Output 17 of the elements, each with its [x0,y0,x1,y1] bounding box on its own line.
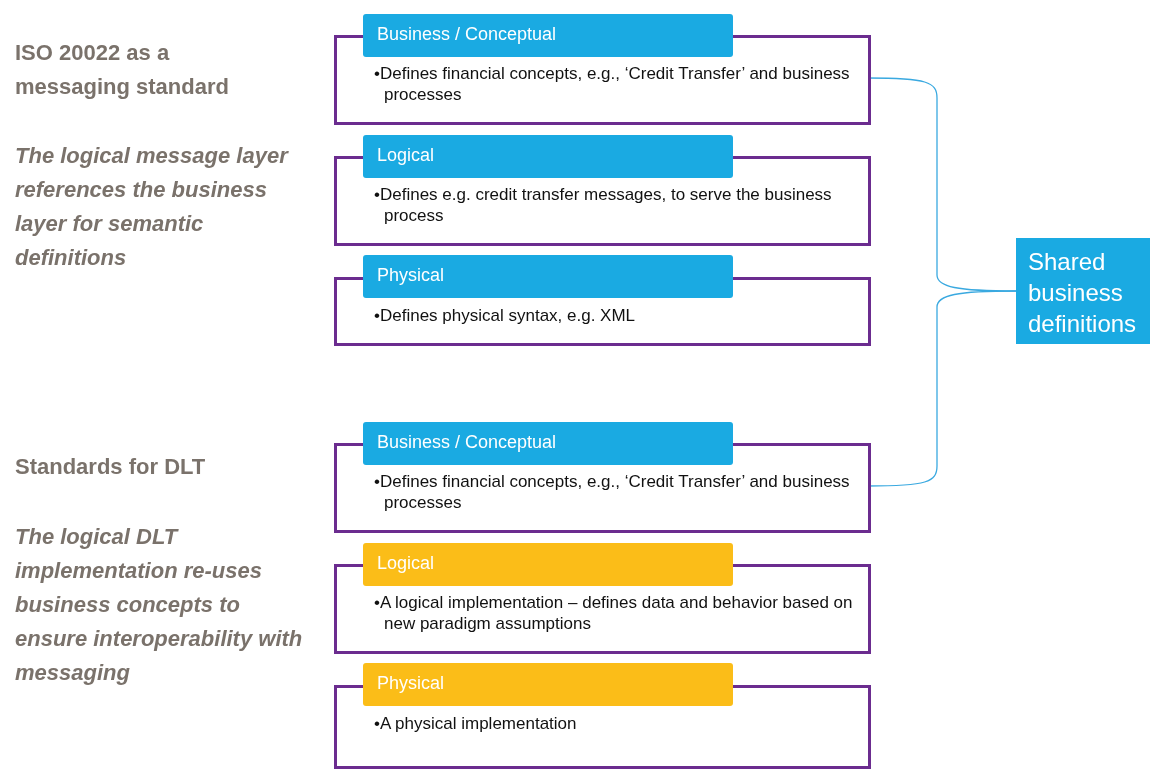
layer-heading: Logical [363,543,733,586]
bullet-text: •Defines financial concepts, e.g., ‘Credit Transfer’ and business processes [374,63,851,105]
layer-heading: Physical [363,255,733,298]
layer-heading: Business / Conceptual [363,422,733,465]
bullet-text: •A physical implementation [374,713,578,734]
heading-text: ISO 20022 as a messaging standard [15,39,230,101]
layer-heading: Physical [363,663,733,706]
bullet-text: •Defines physical syntax, e.g. XML [374,305,637,326]
layer-heading: Business / Conceptual [363,14,733,57]
bullet-text: •Defines e.g. credit transfer messages, to serve the business process [374,184,833,226]
description-text: The logical message layer references the business layer for semantic definitions [15,142,290,272]
definition-box: Shared business definitions [1016,238,1150,344]
layer-heading: Logical [363,135,733,178]
description-text: The logical DLT implementation re-uses business concepts to ensure interoperability with messaging [15,523,304,687]
bullet-text: •Defines financial concepts, e.g., ‘Credit Transfer’ and business processes [374,471,851,513]
heading-text: Standards for DLT [15,453,207,481]
bullet-text: •A logical implementation – defines data and behavior based on new paradigm assumptions [374,592,854,634]
